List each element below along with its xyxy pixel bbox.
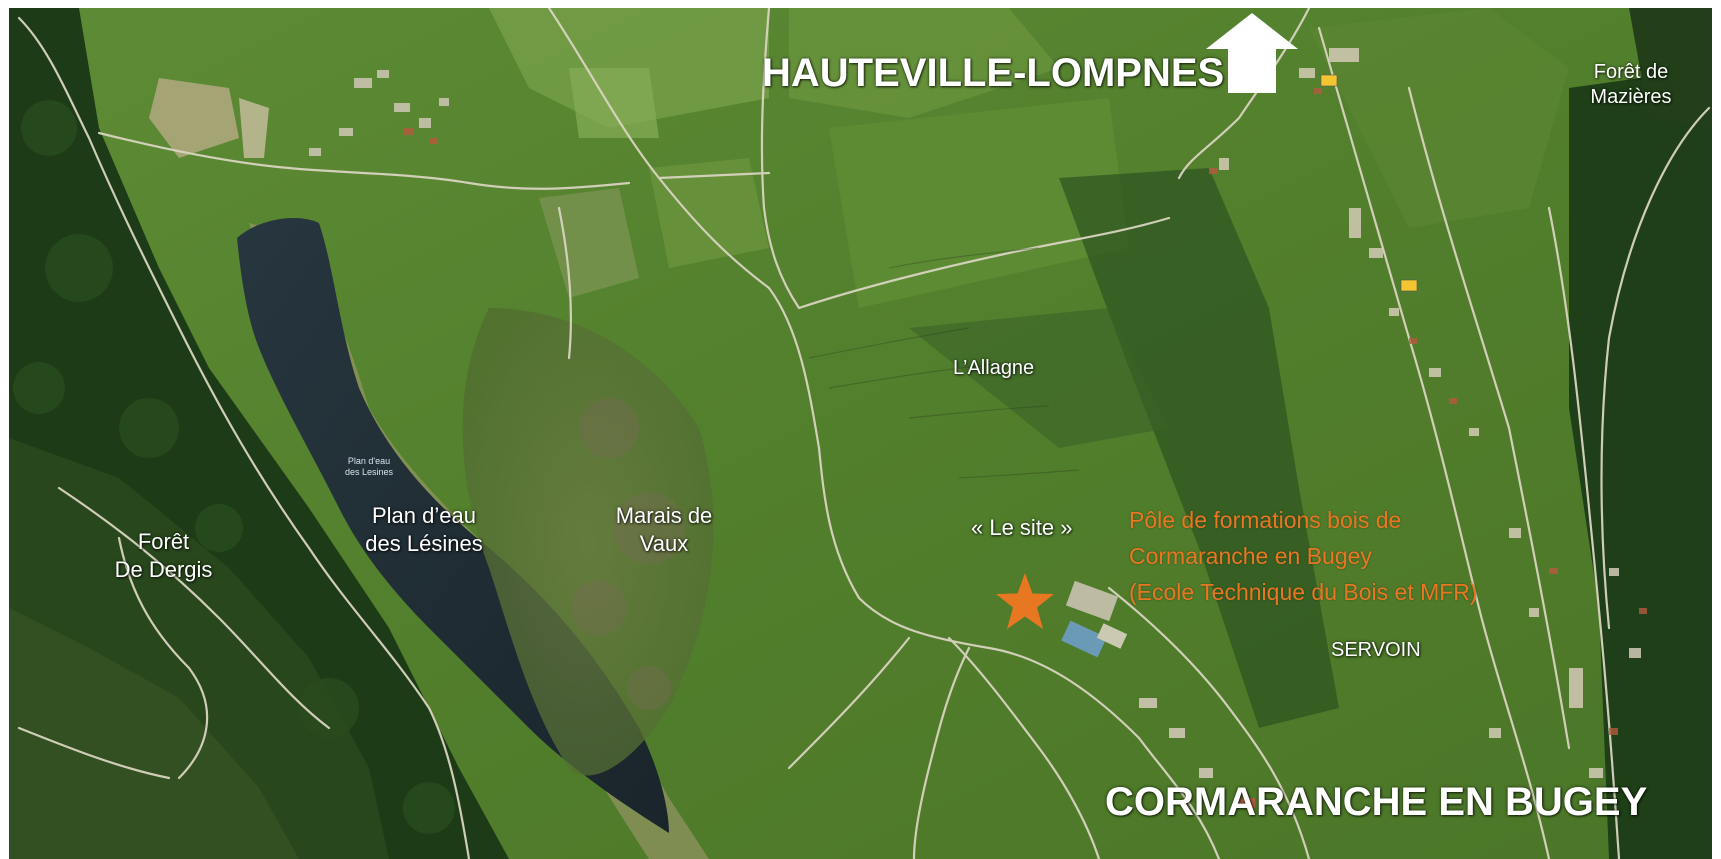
marsh-label: Marais de Vaux (615, 503, 713, 556)
lake-small-label: Plan d'eau des Lesines (344, 456, 394, 477)
site-label: « Le site » (971, 515, 1073, 540)
lake-label: Plan d’eau des Lésines (365, 503, 483, 556)
road-badge-e8 (1320, 74, 1338, 87)
forest-label-mazieres: Forêt de Mazières (1590, 61, 1672, 108)
forest-label-dergis: Forêt De Dergis (114, 529, 213, 582)
pole-formation-label: Pôle de formations bois de Cormaranche e… (1129, 507, 1478, 605)
town-label-cormaranche-en-bugey: CORMARANCHE EN BUGEY (1105, 780, 1648, 824)
place-label-allagne: L’Allagne (953, 357, 1035, 379)
place-label-servoin: SERVOIN (1331, 639, 1421, 661)
road-badge-d9 (1400, 279, 1418, 292)
town-label-hauteville-lompnes: HAUTEVILLE-LOMPNES (762, 51, 1225, 95)
satellite-imagery (9, 8, 1712, 859)
satellite-map[interactable]: HAUTEVILLE-LOMPNES CORMARANCHE EN BUGEY … (9, 8, 1712, 859)
up-arrow-icon (1206, 13, 1298, 93)
star-icon (996, 573, 1054, 629)
